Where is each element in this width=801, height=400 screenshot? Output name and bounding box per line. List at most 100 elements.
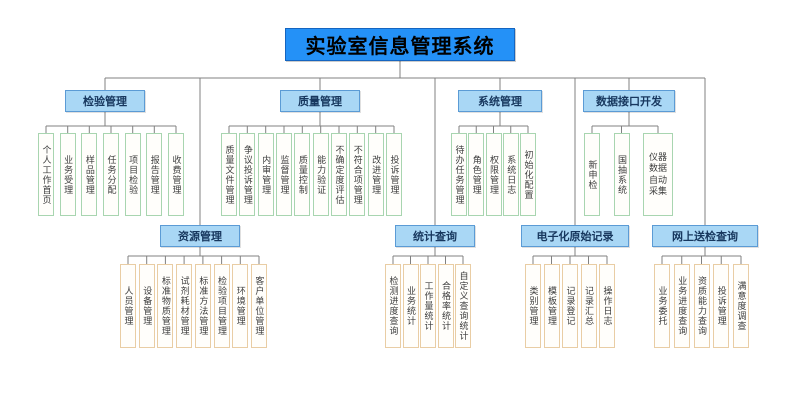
leaf-node: 争议投诉管理 [239,133,256,216]
children-group-statistics: 检测进度查询 业务统计 工作量统计 合格率统计 自定义查询统计 [385,264,471,348]
leaf-label: 仪器数据自动采集 [649,152,668,196]
leaf-label: 投诉管理 [389,154,400,195]
leaf-label: 不确定度评估 [334,144,345,205]
leaf-label: 改进管理 [371,154,382,195]
leaf-label: 环境管理 [235,286,246,326]
leaf-node: 内审管理 [257,133,274,216]
children-group-e-records: 类别管理 模板管理 记录登记 记录汇总 操作日志 [525,264,615,348]
leaf-node: 国抽系统 [613,133,630,216]
leaf-node: 能力验证 [312,133,329,216]
leaf-node: 业务进度查询 [673,264,690,348]
leaf-node: 资质能力查询 [693,264,710,348]
node-system-management: 系统管理 [458,90,542,112]
leaf-node: 新申检 [584,133,600,216]
leaf-label: 争议投诉管理 [242,144,253,205]
leaf-node: 个人工作首页 [38,133,54,216]
node-data-interface-development: 数据接口开发 [583,90,675,112]
leaf-label: 标准物质管理 [160,276,171,336]
leaf-node: 业务统计 [402,264,419,348]
leaf-node: 待办任务管理 [451,133,467,216]
leaf-label: 内审管理 [261,154,272,195]
node-electronic-original-records: 电子化原始记录 [521,225,629,247]
leaf-node: 检测进度查询 [385,264,401,348]
leaf-node: 工作量统计 [420,264,436,348]
children-group-quality: 质量文件管理 争议投诉管理 内审管理 监督管理 质量控制 能力验证 不确定度评估… [221,133,402,216]
leaf-label: 样品管理 [84,154,95,195]
leaf-label: 自定义查询统计 [458,271,469,341]
leaf-node: 收费管理 [167,133,184,216]
leaf-node: 客户单位管理 [250,264,267,348]
leaf-node: 任务分配 [102,133,119,216]
children-group-resource: 人员管理 设备管理 标准物质管理 试剂耗材管理 标准方法管理 检验项目管理 环境… [120,264,267,348]
leaf-label: 满意度调查 [736,281,747,331]
leaf-label: 待办任务管理 [454,144,465,205]
leaf-node: 仪器数据自动采集 [643,133,673,216]
leaf-node: 初始化配置 [520,133,536,216]
node-resource-management: 资源管理 [160,225,240,247]
leaf-node: 角色管理 [468,133,485,216]
root-node-lims-title: 实验室信息管理系统 [285,28,515,61]
leaf-label: 业务统计 [406,286,416,326]
leaf-node: 监督管理 [275,133,292,216]
leaf-label: 合格率统计 [441,281,451,331]
leaf-node: 报告管理 [146,133,163,216]
leaf-node: 标准方法管理 [194,264,211,348]
leaf-label: 资质能力查询 [697,276,707,336]
leaf-node: 模板管理 [543,264,560,348]
leaf-node: 改进管理 [367,133,384,216]
leaf-node: 记录汇总 [580,264,597,348]
leaf-label: 项目检验 [128,154,139,195]
leaf-label: 权限管理 [489,154,499,195]
leaf-node: 项目检验 [124,133,141,216]
leaf-label: 个人工作首页 [41,144,52,205]
leaf-node: 质量控制 [294,133,311,216]
leaf-label: 业务受理 [63,154,74,195]
leaf-node: 业务受理 [59,133,76,216]
node-online-submission-query: 网上送检查询 [652,225,758,247]
leaf-node: 设备管理 [138,264,155,348]
leaf-label: 记录汇总 [584,286,594,326]
leaf-node: 不符合项管理 [349,133,366,216]
leaf-label: 任务分配 [106,154,117,195]
leaf-label: 角色管理 [471,154,482,195]
leaf-label: 业务委托 [657,286,668,326]
leaf-node: 人员管理 [120,264,136,348]
leaf-label: 质量文件管理 [224,144,235,205]
leaf-label: 操作日志 [602,286,613,326]
leaf-node: 类别管理 [525,264,541,348]
leaf-label: 类别管理 [528,286,539,326]
leaf-label: 国抽系统 [617,154,627,195]
leaf-label: 标准方法管理 [198,276,209,336]
leaf-node: 满意度调查 [733,264,749,348]
leaf-node: 投诉管理 [385,133,402,216]
leaf-label: 客户单位管理 [254,276,265,336]
node-statistics-query: 统计查询 [395,225,475,247]
leaf-node: 环境管理 [232,264,249,348]
leaf-node: 权限管理 [485,133,502,216]
leaf-label: 报告管理 [149,154,160,195]
children-group-system: 待办任务管理 角色管理 权限管理 系统日志 初始化配置 [451,133,536,216]
leaf-node: 业务委托 [654,264,670,348]
leaf-label: 新申检 [587,159,598,190]
leaf-label: 工作量统计 [423,281,434,331]
children-group-inspection: 个人工作首页 业务受理 样品管理 任务分配 项目检验 报告管理 收费管理 [38,133,184,216]
node-inspection-management: 检验管理 [65,90,145,112]
leaf-node: 投诉管理 [713,264,730,348]
leaf-node: 系统日志 [502,133,519,216]
leaf-label: 监督管理 [279,154,290,195]
leaf-node: 检验项目管理 [213,264,230,348]
leaf-node: 记录登记 [562,264,578,348]
leaf-node: 合格率统计 [437,264,454,348]
children-group-data-interface: 新申检 国抽系统 仪器数据自动采集 [584,133,673,216]
leaf-label: 模板管理 [547,286,557,326]
leaf-node: 标准物质管理 [157,264,174,348]
leaf-node: 自定义查询统计 [455,264,471,348]
leaf-label: 质量控制 [297,154,308,195]
leaf-label: 业务进度查询 [677,276,688,336]
leaf-label: 不符合项管理 [352,144,363,205]
node-quality-management: 质量管理 [280,90,360,112]
leaf-label: 能力验证 [316,154,327,195]
leaf-label: 检测进度查询 [388,276,399,336]
